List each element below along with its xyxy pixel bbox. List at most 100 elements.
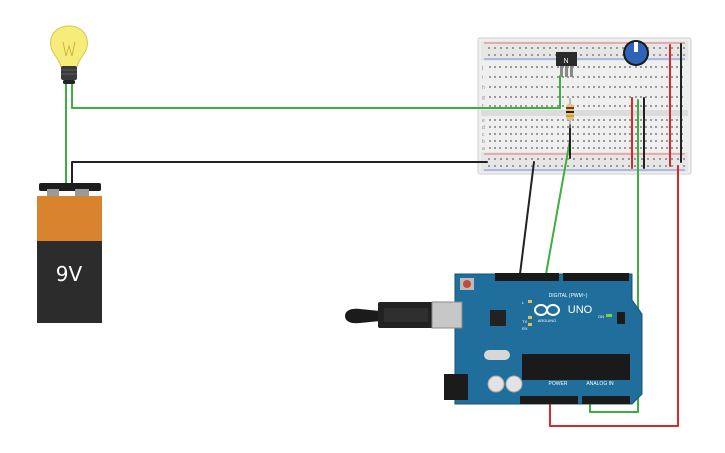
breadboard-hole[interactable] [562, 140, 564, 142]
breadboard-hole[interactable] [551, 86, 553, 88]
breadboard-hole[interactable] [634, 165, 636, 167]
breadboard-hole[interactable] [525, 126, 527, 128]
breadboard-hole[interactable] [494, 133, 496, 135]
breadboard-hole[interactable] [640, 119, 642, 121]
breadboard-hole[interactable] [537, 165, 539, 167]
breadboard-hole[interactable] [531, 54, 533, 56]
breadboard-hole[interactable] [614, 133, 616, 135]
breadboard-hole[interactable] [546, 96, 548, 98]
analog-pin-header[interactable] [582, 396, 630, 404]
breadboard-hole[interactable] [650, 133, 652, 135]
breadboard-hole[interactable] [676, 147, 678, 149]
breadboard-hole[interactable] [531, 147, 533, 149]
breadboard-hole[interactable] [541, 76, 543, 78]
breadboard-hole[interactable] [655, 66, 657, 68]
breadboard-hole[interactable] [583, 76, 585, 78]
breadboard-hole[interactable] [541, 96, 543, 98]
breadboard-hole[interactable] [655, 126, 657, 128]
breadboard-hole[interactable] [610, 158, 612, 160]
breadboard-hole[interactable] [671, 76, 673, 78]
breadboard-hole[interactable] [515, 147, 517, 149]
breadboard-hole[interactable] [641, 165, 643, 167]
breadboard-hole[interactable] [519, 158, 521, 160]
breadboard-hole[interactable] [645, 133, 647, 135]
breadboard-hole[interactable] [557, 126, 559, 128]
breadboard-hole[interactable] [494, 119, 496, 121]
breadboard-hole[interactable] [588, 86, 590, 88]
breadboard-hole[interactable] [519, 47, 521, 49]
breadboard-hole[interactable] [604, 54, 606, 56]
breadboard-hole[interactable] [609, 140, 611, 142]
breadboard-hole[interactable] [588, 76, 590, 78]
breadboard-hole[interactable] [557, 119, 559, 121]
breadboard-hole[interactable] [598, 165, 600, 167]
breadboard-hole[interactable] [671, 47, 673, 49]
breadboard-hole[interactable] [536, 76, 538, 78]
breadboard-hole[interactable] [593, 86, 595, 88]
breadboard-hole[interactable] [665, 165, 667, 167]
breadboard-hole[interactable] [653, 158, 655, 160]
breadboard-hole[interactable] [676, 96, 678, 98]
breadboard-hole[interactable] [505, 140, 507, 142]
breadboard-hole[interactable] [640, 66, 642, 68]
wire-resistor-to-arduino-pin[interactable] [545, 139, 571, 275]
breadboard-hole[interactable] [510, 119, 512, 121]
breadboard-hole[interactable] [555, 158, 557, 160]
breadboard-hole[interactable] [531, 140, 533, 142]
breadboard-hole[interactable] [603, 76, 605, 78]
breadboard-hole[interactable] [671, 158, 673, 160]
breadboard-hole[interactable] [598, 76, 600, 78]
breadboard-hole[interactable] [577, 105, 579, 107]
breadboard-hole[interactable] [549, 47, 551, 49]
breadboard-hole[interactable] [666, 140, 668, 142]
wire-battery-to-breadboard[interactable] [71, 161, 488, 189]
breadboard-hole[interactable] [583, 126, 585, 128]
breadboard-hole[interactable] [661, 140, 663, 142]
breadboard-hole[interactable] [505, 147, 507, 149]
breadboard-hole[interactable] [583, 66, 585, 68]
breadboard-hole[interactable] [640, 96, 642, 98]
breadboard-hole[interactable] [562, 147, 564, 149]
breadboard-hole[interactable] [586, 47, 588, 49]
breadboard-hole[interactable] [666, 126, 668, 128]
breadboard-hole[interactable] [614, 76, 616, 78]
power-pin-header[interactable] [520, 396, 578, 404]
breadboard-hole[interactable] [520, 140, 522, 142]
breadboard-hole[interactable] [588, 147, 590, 149]
breadboard[interactable]: j i h g f e d c b a [477, 37, 692, 175]
breadboard-hole[interactable] [650, 105, 652, 107]
breadboard-hole[interactable] [583, 133, 585, 135]
breadboard-hole[interactable] [572, 133, 574, 135]
breadboard-hole[interactable] [671, 133, 673, 135]
breadboard-hole[interactable] [546, 119, 548, 121]
breadboard-hole[interactable] [531, 47, 533, 49]
breadboard-hole[interactable] [661, 119, 663, 121]
breadboard-hole[interactable] [603, 105, 605, 107]
breadboard-hole[interactable] [666, 119, 668, 121]
breadboard-hole[interactable] [614, 105, 616, 107]
breadboard-hole[interactable] [543, 54, 545, 56]
resistor[interactable] [566, 98, 574, 128]
breadboard-hole[interactable] [546, 76, 548, 78]
breadboard-hole[interactable] [488, 158, 490, 160]
breadboard-hole[interactable] [614, 86, 616, 88]
breadboard-hole[interactable] [541, 147, 543, 149]
breadboard-hole[interactable] [546, 140, 548, 142]
breadboard-hole[interactable] [588, 140, 590, 142]
breadboard-hole[interactable] [494, 86, 496, 88]
breadboard-hole[interactable] [488, 47, 490, 49]
breadboard-hole[interactable] [653, 165, 655, 167]
breadboard-hole[interactable] [577, 126, 579, 128]
breadboard-hole[interactable] [598, 96, 600, 98]
breadboard-hole[interactable] [577, 119, 579, 121]
breadboard-hole[interactable] [536, 140, 538, 142]
breadboard-hole[interactable] [655, 76, 657, 78]
breadboard-hole[interactable] [610, 54, 612, 56]
breadboard-hole[interactable] [541, 66, 543, 68]
breadboard-hole[interactable] [510, 66, 512, 68]
breadboard-hole[interactable] [494, 165, 496, 167]
breadboard-hole[interactable] [577, 76, 579, 78]
breadboard-hole[interactable] [598, 47, 600, 49]
breadboard-hole[interactable] [624, 86, 626, 88]
breadboard-hole[interactable] [676, 140, 678, 142]
